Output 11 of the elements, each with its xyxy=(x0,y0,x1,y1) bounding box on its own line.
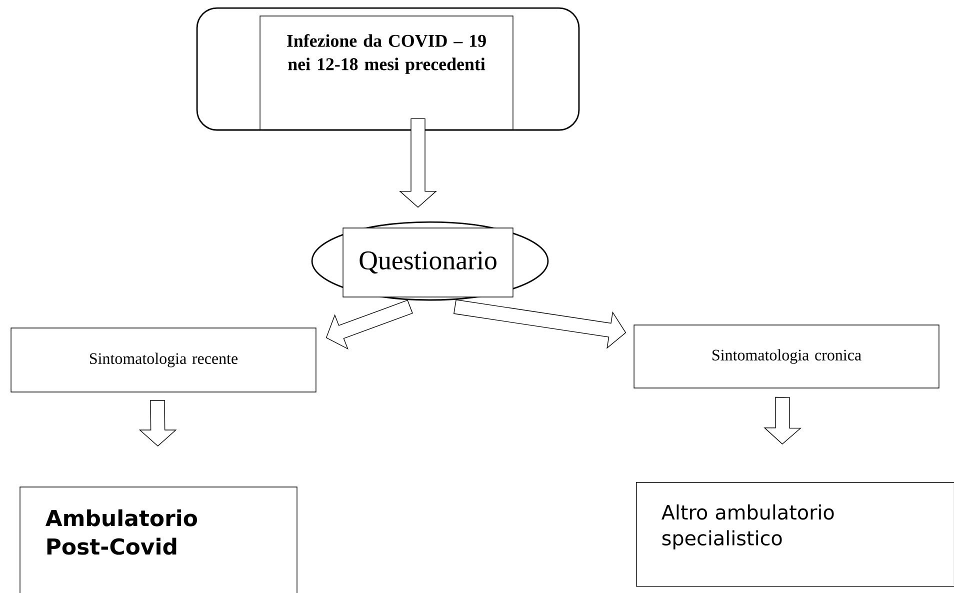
rounded-frame xyxy=(196,7,580,131)
text-box: Infezione da COVID – 19 nei 12-18 mesi precedenti xyxy=(260,16,514,130)
block-arrow xyxy=(764,396,802,444)
text-box: Sintomatologia cronica xyxy=(634,324,940,388)
block-arrow xyxy=(454,299,626,349)
block-arrow xyxy=(399,118,437,208)
block-arrow xyxy=(138,400,177,446)
block-arrow xyxy=(326,300,413,350)
text-box: Sintomatologia recente xyxy=(10,328,316,392)
text-box: Ambulatorio Post-Covid xyxy=(20,486,298,593)
text-box: Altro ambulatorio specialistico xyxy=(636,482,954,587)
